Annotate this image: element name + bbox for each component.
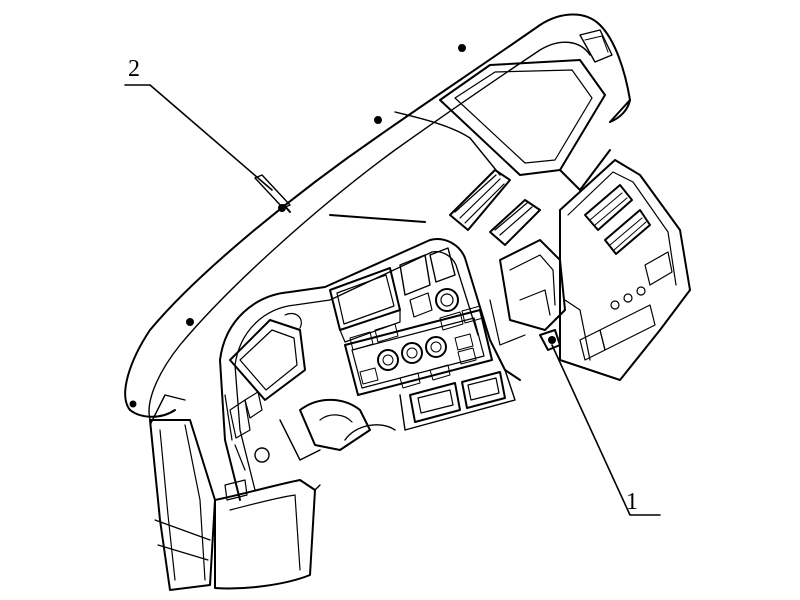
center-air-vent [449, 169, 541, 246]
lower-storage-bins [399, 369, 516, 431]
climate-control-panel [344, 305, 493, 396]
center-mount-bracket [489, 239, 566, 351]
part-2-fastener [254, 174, 291, 213]
center-console-bezel [219, 238, 521, 501]
dashboard-top-pad [124, 13, 631, 421]
left-side-panel [224, 312, 306, 471]
dashboard-upper-right-face [439, 59, 631, 191]
leader-line-2 [124, 84, 273, 191]
upper-control-panel [399, 247, 459, 318]
display-screen [329, 267, 401, 343]
lower-knee-panel [214, 479, 321, 590]
right-side-panel [559, 159, 691, 381]
dashboard-center-surface [329, 111, 501, 223]
callout-label-2: 2 [128, 56, 140, 82]
callout-leaders [124, 84, 661, 516]
leader-line-1 [551, 344, 661, 516]
callout-label-1: 1 [626, 489, 638, 515]
steering-column-area [279, 398, 396, 461]
left-end-panel [149, 394, 248, 591]
